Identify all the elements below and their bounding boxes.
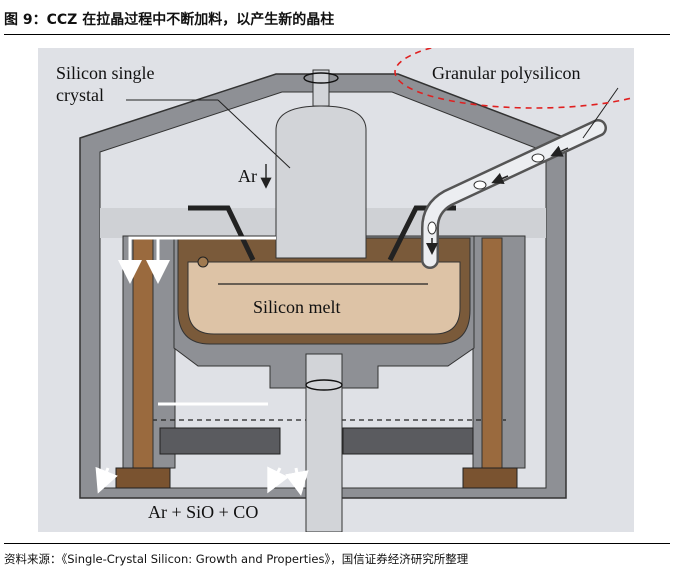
silicon-melt (187, 261, 461, 335)
label-silicon-single: Silicon single (56, 63, 155, 83)
gas-exit-1 (267, 466, 289, 494)
gas-exit-2 (284, 467, 309, 496)
gas-flow-left (118, 236, 276, 284)
label-granular: Granular polysilicon (432, 63, 580, 83)
bottom-insulation-left (159, 427, 281, 455)
pull-rotation-icon (303, 72, 339, 84)
gas-exit-3 (95, 466, 118, 494)
rod-foot-left (115, 467, 171, 489)
label-melt: Silicon melt (253, 297, 341, 317)
ccz-diagram: Silicon single crystal Granular polysili… (38, 35, 673, 533)
source-note: 资料来源：《Single-Crystal Silicon: Growth and… (4, 543, 670, 567)
crystal-leader-line-2 (217, 99, 291, 169)
rod-right (481, 237, 503, 477)
feed-arrow-1 (550, 145, 569, 157)
granule-3 (427, 221, 437, 235)
source-text: 资料来源：《Single-Crystal Silicon: Growth and… (4, 552, 469, 566)
figure-caption: 图 9：CCZ 在拉晶过程中不断加料，以产生新的晶柱 (4, 4, 670, 35)
buffer-bubble (197, 256, 209, 268)
label-gas: Ar + SiO + CO (148, 502, 258, 522)
shaft-rotation-icon (305, 379, 343, 391)
rod-left (132, 237, 154, 477)
seed-neck (312, 69, 330, 107)
ccz-diagram-svg: Silicon single crystal Granular polysili… (56, 35, 673, 533)
granule-2 (473, 180, 487, 190)
label-crystal: crystal (56, 85, 104, 105)
silicon-crystal (275, 105, 367, 259)
granular-leader-line (582, 87, 619, 139)
shield-arm-left (188, 205, 256, 262)
rod-foot-right (462, 467, 518, 489)
feed-arrow-2 (491, 172, 509, 184)
crucible-shaft (305, 353, 343, 533)
label-ar: Ar (238, 166, 257, 186)
bottom-insulation-right (342, 427, 474, 455)
caption-text: 图 9：CCZ 在拉晶过程中不断加料，以产生新的晶柱 (4, 12, 335, 28)
granule-1 (531, 153, 545, 163)
